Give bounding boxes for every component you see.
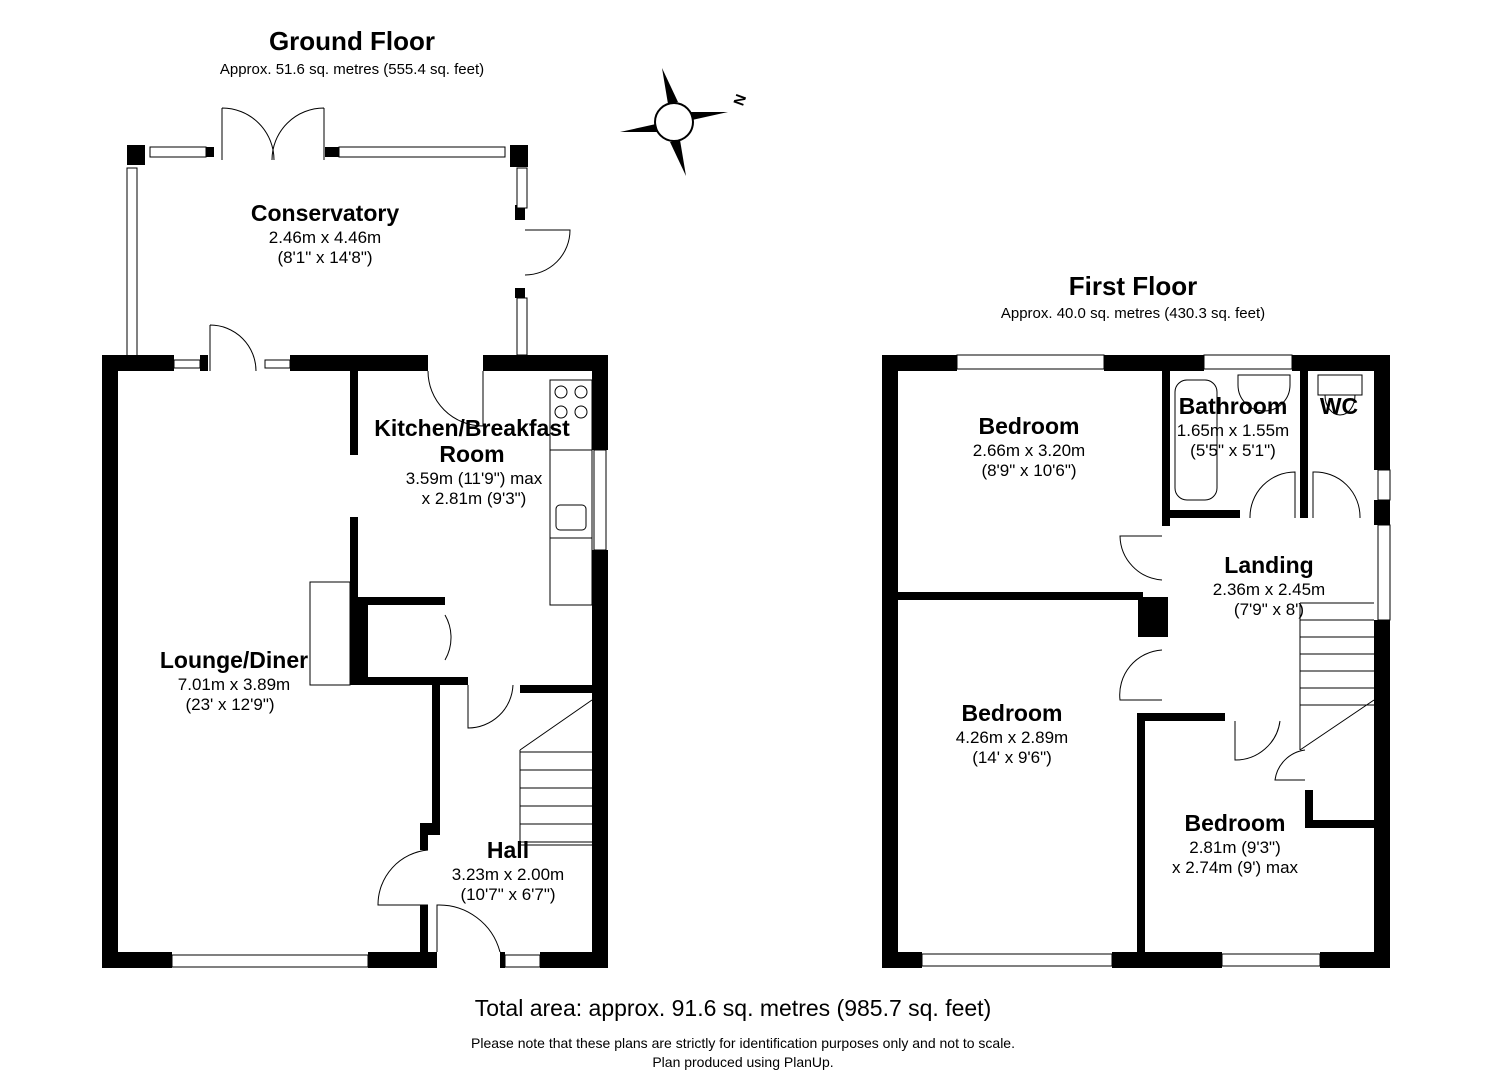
svg-text:Lounge/Diner: Lounge/Diner: [160, 647, 308, 673]
ground-floor-area: Approx. 51.6 sq. metres (555.4 sq. feet): [220, 61, 484, 78]
svg-text:(10'7" x 6'7"): (10'7" x 6'7"): [460, 885, 555, 904]
svg-text:(8'1" x 14'8"): (8'1" x 14'8"): [277, 248, 372, 267]
room-label-bedroom-2: Bedroom 4.26m x 2.89m (14' x 9'6"): [956, 700, 1068, 767]
svg-text:4.26m x 2.89m: 4.26m x 2.89m: [956, 728, 1068, 747]
svg-text:1.65m x 1.55m: 1.65m x 1.55m: [1177, 421, 1289, 440]
room-label-wc: WC: [1320, 393, 1358, 419]
svg-text:Bedroom: Bedroom: [1185, 810, 1286, 836]
svg-text:Bedroom: Bedroom: [979, 413, 1080, 439]
total-area: Total area: approx. 91.6 sq. metres (985…: [475, 995, 992, 1021]
svg-text:3.23m x 2.00m: 3.23m x 2.00m: [452, 865, 564, 884]
svg-text:3.59m (11'9") max: 3.59m (11'9") max: [406, 469, 543, 488]
room-label-kitchen: Kitchen/Breakfast Room 3.59m (11'9") max…: [374, 415, 570, 508]
ground-floor-plan: [102, 107, 608, 968]
room-label-landing: Landing 2.36m x 2.45m (7'9" x 8'): [1213, 552, 1325, 619]
first-floor-plan: [882, 354, 1391, 968]
ground-floor-title: Ground Floor: [269, 26, 435, 56]
svg-text:2.66m x 3.20m: 2.66m x 3.20m: [973, 441, 1085, 460]
disclaimer: Please note that these plans are strictl…: [471, 1035, 1015, 1051]
plan-credit: Plan produced using PlanUp.: [652, 1054, 833, 1070]
first-floor-area: Approx. 40.0 sq. metres (430.3 sq. feet): [1001, 305, 1265, 322]
room-label-bedroom-3: Bedroom 2.81m (9'3") x 2.74m (9') max: [1172, 810, 1299, 877]
svg-text:Conservatory: Conservatory: [251, 200, 399, 226]
svg-text:(7'9" x 8'): (7'9" x 8'): [1234, 600, 1304, 619]
svg-text:WC: WC: [1320, 393, 1358, 419]
svg-text:Bedroom: Bedroom: [962, 700, 1063, 726]
svg-text:Hall: Hall: [487, 837, 529, 863]
svg-text:7.01m x 3.89m: 7.01m x 3.89m: [178, 675, 290, 694]
svg-text:(14' x 9'6"): (14' x 9'6"): [972, 748, 1052, 767]
svg-text:Room: Room: [439, 441, 504, 467]
svg-text:2.36m x 2.45m: 2.36m x 2.45m: [1213, 580, 1325, 599]
room-label-lounge: Lounge/Diner 7.01m x 3.89m (23' x 12'9"): [160, 647, 308, 714]
room-label-hall: Hall 3.23m x 2.00m (10'7" x 6'7"): [452, 837, 564, 904]
svg-text:2.81m (9'3"): 2.81m (9'3"): [1189, 838, 1280, 857]
room-label-bathroom: Bathroom 1.65m x 1.55m (5'5" x 5'1"): [1177, 393, 1289, 460]
compass-icon: N: [620, 68, 750, 176]
svg-text:(8'9" x 10'6"): (8'9" x 10'6"): [981, 461, 1076, 480]
first-floor-title: First Floor: [1069, 271, 1198, 301]
svg-text:2.46m x 4.46m: 2.46m x 4.46m: [269, 228, 381, 247]
svg-text:(5'5" x 5'1"): (5'5" x 5'1"): [1190, 441, 1276, 460]
svg-text:Landing: Landing: [1224, 552, 1313, 578]
svg-text:x 2.81m (9'3"): x 2.81m (9'3"): [422, 489, 527, 508]
svg-text:(23' x 12'9"): (23' x 12'9"): [185, 695, 274, 714]
svg-text:Bathroom: Bathroom: [1179, 393, 1288, 419]
staircase: [519, 699, 593, 846]
svg-text:x 2.74m (9') max: x 2.74m (9') max: [1172, 858, 1299, 877]
room-label-conservatory: Conservatory 2.46m x 4.46m (8'1" x 14'8"…: [251, 200, 399, 267]
svg-text:Kitchen/Breakfast: Kitchen/Breakfast: [374, 415, 570, 441]
staircase: [1299, 602, 1375, 751]
room-label-bedroom-1: Bedroom 2.66m x 3.20m (8'9" x 10'6"): [973, 413, 1085, 480]
compass-north-label: N: [730, 92, 750, 108]
